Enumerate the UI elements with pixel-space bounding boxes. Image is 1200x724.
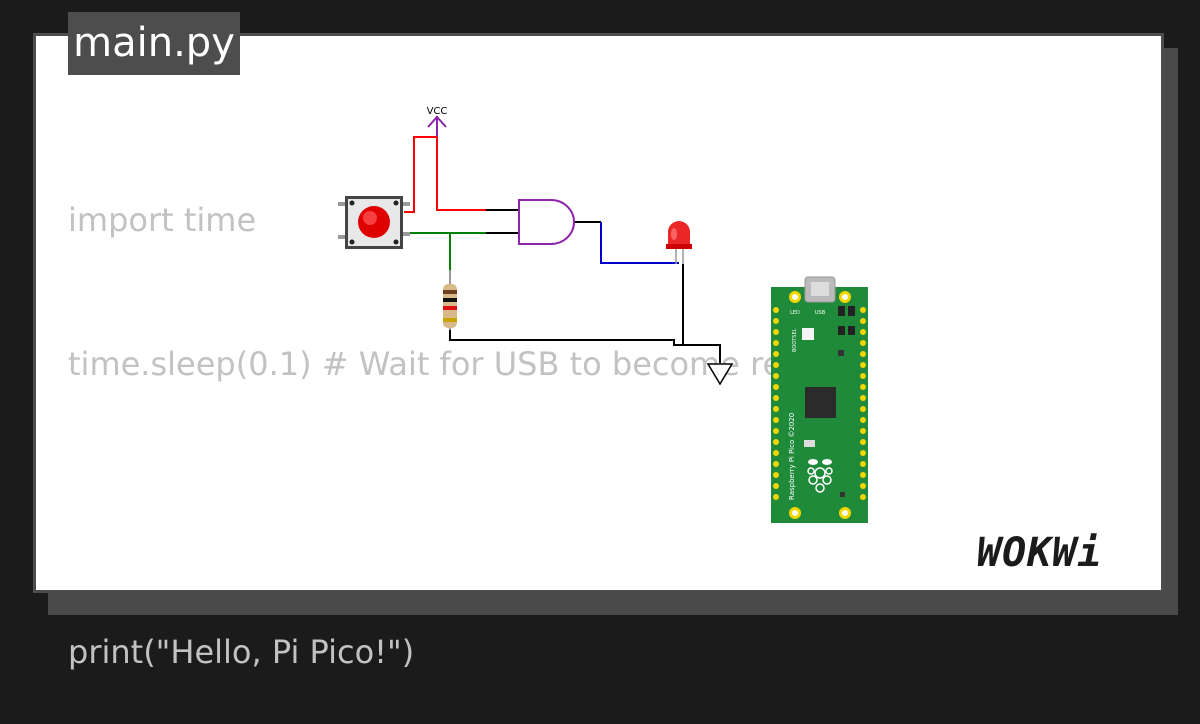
raspberry-logo-icon (807, 459, 833, 493)
ground-symbol[interactable] (706, 363, 734, 386)
circuit-diagram: VCC (338, 106, 868, 523)
code-line: print("Hello, Pi Pico!") (68, 633, 415, 671)
code-line: time.sleep(0.1) # Wait for USB to become… (68, 345, 842, 383)
red-led[interactable] (666, 221, 692, 264)
wire-ground[interactable] (449, 264, 721, 363)
board-name-label: Raspberry Pi Pico ©2020 (788, 413, 796, 500)
wire-red[interactable] (404, 136, 486, 213)
raspberry-pi-pico-board[interactable]: LED USB BOOTSEL Raspberry Pi Pico ©2020 (771, 276, 868, 523)
code-line: import time (68, 201, 257, 239)
vcc-symbol[interactable]: VCC (427, 106, 448, 137)
vcc-label: VCC (427, 106, 448, 117)
and-gate[interactable] (518, 199, 575, 245)
resistor[interactable] (443, 270, 457, 330)
led-label: LED (790, 310, 800, 316)
wokwi-logo-text: WOKWi (977, 530, 1102, 576)
preview-card (33, 33, 1164, 593)
wokwi-logo[interactable]: WOKWi (975, 522, 1155, 582)
file-tab[interactable]: main.py (68, 12, 240, 75)
bootsel-label: BOOTSEL (792, 328, 798, 352)
usb-label: USB (815, 310, 826, 316)
pushbutton[interactable] (338, 196, 410, 249)
wire-blue[interactable] (600, 222, 679, 264)
wire-green[interactable] (404, 232, 486, 272)
